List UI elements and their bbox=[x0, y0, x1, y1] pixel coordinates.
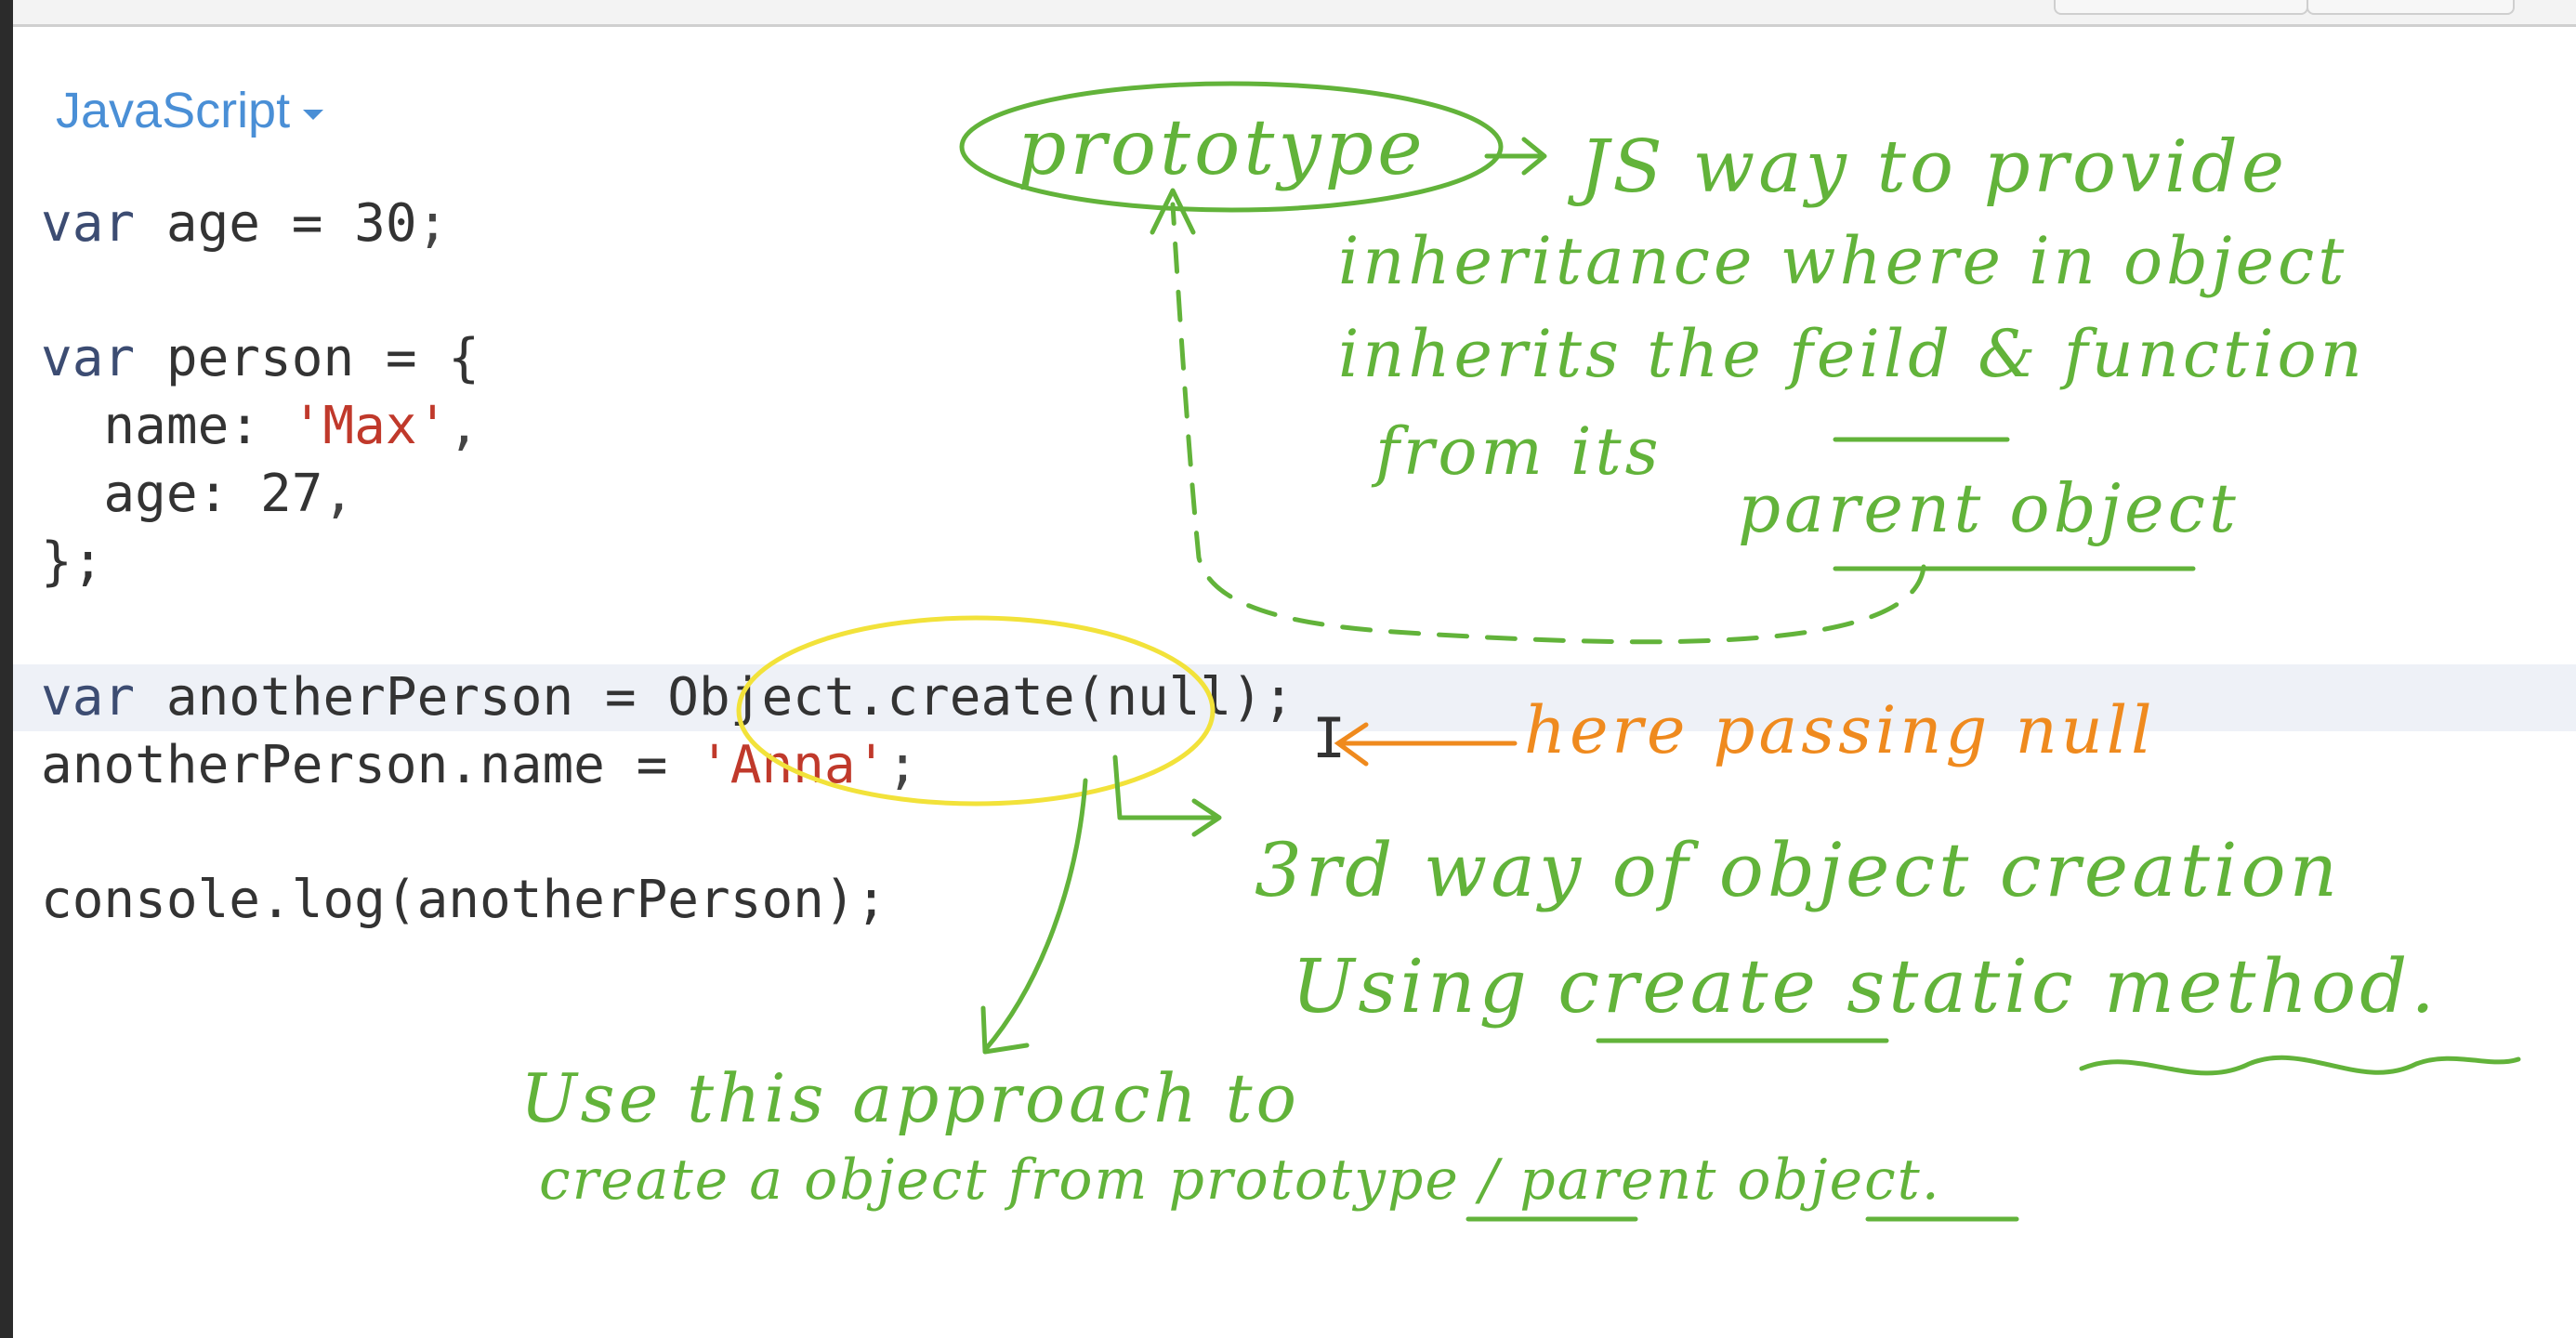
text-cursor-icon: I bbox=[1312, 706, 1347, 771]
arrow-head-icon bbox=[1150, 188, 1196, 235]
code-text: person = { bbox=[135, 328, 480, 388]
code-text: age = bbox=[135, 193, 355, 254]
prototype-definition-line: from its bbox=[1375, 413, 1663, 490]
code-number: 27 bbox=[260, 464, 323, 524]
approach-note-line: create a object from prototype / parent … bbox=[539, 1148, 1941, 1213]
code-line: }; bbox=[41, 529, 103, 596]
language-label: JavaScript bbox=[56, 83, 291, 138]
creation-note-arrow bbox=[1112, 754, 1222, 837]
code-punctuation: , bbox=[448, 396, 480, 456]
window-edge bbox=[0, 0, 13, 1338]
definition-arrow bbox=[1484, 137, 1547, 176]
prototype-definition-line: inheritance where in object bbox=[1338, 223, 2348, 299]
code-line-active: var anotherPerson = Object.create(null); bbox=[13, 664, 2576, 731]
code-text: anotherPerson = Object.create(null); bbox=[135, 667, 1295, 728]
code-keyword: var bbox=[41, 667, 136, 728]
code-string: 'Max' bbox=[291, 396, 449, 456]
code-line: anotherPerson.name = 'Anna'; bbox=[41, 732, 918, 799]
code-line: var person = { bbox=[41, 325, 480, 392]
editor-top-bar bbox=[13, 0, 2576, 27]
null-note: here passing null bbox=[1524, 692, 2156, 768]
code-keyword: var bbox=[41, 193, 136, 254]
code-string: 'Anna' bbox=[699, 735, 887, 795]
code-keyword: var bbox=[41, 328, 136, 388]
creation-note-line: 3rd way of object creation bbox=[1255, 827, 2342, 913]
chevron-down-icon bbox=[303, 109, 324, 120]
code-punctuation: , bbox=[322, 464, 355, 524]
creation-note-line: Using create static method. bbox=[1292, 943, 2438, 1030]
approach-note-line: Use this approach to bbox=[520, 1059, 1300, 1137]
language-selector[interactable]: JavaScript bbox=[56, 82, 324, 139]
code-number: 30 bbox=[354, 193, 417, 254]
code-line: var age = 30; bbox=[41, 190, 448, 257]
code-text: console.log(anotherPerson); bbox=[41, 870, 887, 930]
prototype-definition-line: JS way to provide bbox=[1580, 125, 2289, 209]
code-punctuation: ; bbox=[887, 735, 919, 795]
code-text: }; bbox=[41, 531, 104, 592]
prototype-definition-line: parent object bbox=[1738, 469, 2240, 547]
code-punctuation: ; bbox=[416, 193, 449, 254]
prototype-definition-line: inherits the feild & function bbox=[1338, 316, 2366, 392]
method-wavy-underline bbox=[2079, 1055, 2521, 1076]
top-bar-tab[interactable] bbox=[2307, 0, 2515, 15]
top-bar-tab[interactable] bbox=[2054, 0, 2308, 15]
approach-note-arrow bbox=[980, 778, 1088, 1055]
code-text: name: bbox=[41, 396, 292, 456]
prototype-word: prototype bbox=[1018, 104, 1426, 192]
code-line: console.log(anotherPerson); bbox=[41, 867, 887, 934]
code-line: age: 27, bbox=[41, 461, 354, 528]
code-text: age: bbox=[41, 464, 261, 524]
code-text: anotherPerson.name = bbox=[41, 735, 700, 795]
code-line: name: 'Max', bbox=[41, 393, 480, 460]
